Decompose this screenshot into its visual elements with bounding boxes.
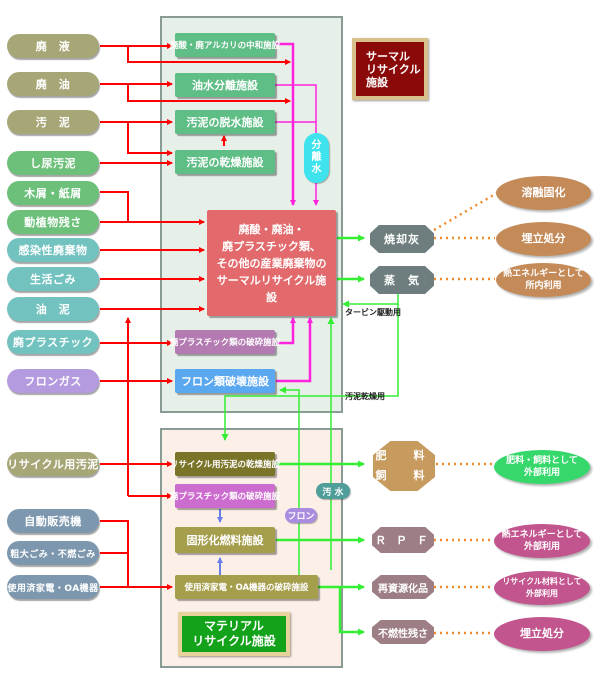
input-vending-machines[interactable]: 自動販売機 xyxy=(7,509,99,533)
dotted-links xyxy=(433,191,498,635)
destination-heat-external[interactable]: 熱エネルギーとして 外部利用 xyxy=(494,524,590,558)
separated-water-lines xyxy=(275,42,319,383)
fertilizer-line: 肥 料 xyxy=(375,449,433,462)
input-used-appliances[interactable]: 使用済家電・OA機器 xyxy=(7,575,99,599)
destination-recycle-material-external[interactable]: リサイクル材料として 外部利用 xyxy=(494,571,590,605)
input-freon-gas[interactable]: フロンガス xyxy=(7,369,99,393)
material-label-line2: リサイクル施設 xyxy=(192,634,276,648)
thermal-label-line1: サーマル xyxy=(366,49,410,63)
input-recycle-sludge[interactable]: リサイクル用汚泥 xyxy=(7,452,99,476)
input-infectious-waste[interactable]: 感染性廃棄物 xyxy=(7,238,99,262)
facility-sludge-drying[interactable]: 汚泥の乾燥施設 xyxy=(175,150,275,174)
thermal-label-line2: リサイクル xyxy=(366,62,421,76)
separated-water-char1: 分 xyxy=(311,140,322,151)
destination-heat-internal[interactable]: 熱エネルギーとして 所内利用 xyxy=(496,263,591,297)
facility-thermal-main[interactable]: 廃酸・廃油・ 廃プラスチック類、 その他の産業廃棄物の サーマルリサイクル施設 xyxy=(207,210,336,316)
main-facility-line2: 廃プラスチック類、 xyxy=(222,239,321,253)
output-fertilizer-feed[interactable]: 肥 料 飼 料 xyxy=(373,441,435,491)
heat-internal-line2: 所内利用 xyxy=(525,281,562,291)
sludge-drying-note: 汚泥乾燥用 xyxy=(345,392,385,401)
facility-oil-water-separation[interactable]: 油水分離施設 xyxy=(175,73,275,97)
turbine-note: タービン駆動用 xyxy=(345,308,401,317)
input-waste-oil[interactable]: 廃 油 xyxy=(7,72,99,96)
output-incombustible-residue[interactable]: 不燃性残さ xyxy=(372,620,434,644)
material-label-line1: マテリアル xyxy=(204,619,264,633)
thermal-recycling-label: サーマル リサイクル 施設 xyxy=(352,38,428,100)
facility-freon-destruction[interactable]: フロン類破壊施設 xyxy=(175,369,275,393)
destination-landfill-thermal[interactable]: 埋立処分 xyxy=(496,222,591,256)
wastewater-tag: 汚 水 xyxy=(316,483,350,499)
heat-external-line2: 外部利用 xyxy=(523,542,560,552)
facility-sludge-dewatering[interactable]: 汚泥の脱水施設 xyxy=(175,110,275,134)
output-incineration-ash[interactable]: 焼却灰 xyxy=(370,225,434,253)
output-rpf[interactable]: Ｒ Ｐ Ｆ xyxy=(372,527,434,553)
separated-water-tag: 分 離 水 xyxy=(304,133,329,183)
main-facility-line4: サーマルリサイクル施設 xyxy=(216,273,327,304)
fert-feed-external-line2: 外部利用 xyxy=(523,468,560,478)
output-steam[interactable]: 蒸 気 xyxy=(370,266,434,294)
input-waste-plastic[interactable]: 廃プラスチック xyxy=(7,330,99,354)
destination-fert-feed-external[interactable]: 肥料・飼料として 外部利用 xyxy=(494,450,590,484)
input-sludge[interactable]: 汚 泥 xyxy=(7,110,99,134)
facility-solid-fuel[interactable]: 固形化燃料施設 xyxy=(175,527,275,553)
facility-recycle-sludge-drying[interactable]: リサイクル用汚泥の乾燥施設 xyxy=(170,452,280,476)
input-animal-plant-residue[interactable]: 動植物残さ xyxy=(7,210,99,234)
facility-appliance-crushing[interactable]: 使用済家電・OA機器の破砕施設 xyxy=(175,575,318,599)
input-flow-lines xyxy=(100,43,291,590)
input-wood-paper[interactable]: 木屑・紙屑 xyxy=(7,181,99,205)
facility-plastic-crushing-thermal[interactable]: 廃プラスチック類の破砕施設 xyxy=(170,330,280,354)
thermal-label-line3: 施設 xyxy=(366,75,388,89)
facility-neutralization[interactable]: 廃酸・廃アルカリの中和施設 xyxy=(170,33,280,57)
recycle-material-external-line2: 外部利用 xyxy=(526,589,558,598)
fert-feed-external-line1: 肥料・飼料として xyxy=(506,456,578,466)
feed-line: 飼 料 xyxy=(375,469,433,482)
destination-melt-solidify[interactable]: 溶融固化 xyxy=(496,176,591,210)
separated-water-char2: 離 xyxy=(311,152,322,163)
freon-tag: フロン xyxy=(285,508,317,523)
main-facility-line1: 廃酸・廃油・ xyxy=(238,222,305,236)
input-household-waste[interactable]: 生活ごみ xyxy=(7,267,99,291)
input-night-soil-sludge[interactable]: し尿汚泥 xyxy=(7,151,99,175)
heat-internal-line1: 熱エネルギーとして xyxy=(503,269,584,279)
input-oil-sludge[interactable]: 油 泥 xyxy=(7,297,99,321)
facility-plastic-crushing-material[interactable]: 廃プラスチック類の破砕施設 xyxy=(170,484,280,508)
destination-landfill-material[interactable]: 埋立処分 xyxy=(494,617,590,651)
input-waste-liquid[interactable]: 廃 液 xyxy=(7,34,99,58)
material-recycling-label: マテリアル リサイクル施設 xyxy=(178,612,290,656)
recycle-material-external-line1: リサイクル材料として xyxy=(502,577,582,586)
input-bulky-waste[interactable]: 粗大ごみ・不燃ごみ xyxy=(7,541,99,565)
output-recycled-products[interactable]: 再資源化品 xyxy=(372,575,434,599)
heat-external-line1: 熱エネルギーとして xyxy=(501,530,583,540)
main-facility-line3: その他の産業廃棄物の xyxy=(216,256,327,270)
separated-water-char3: 水 xyxy=(311,164,322,175)
